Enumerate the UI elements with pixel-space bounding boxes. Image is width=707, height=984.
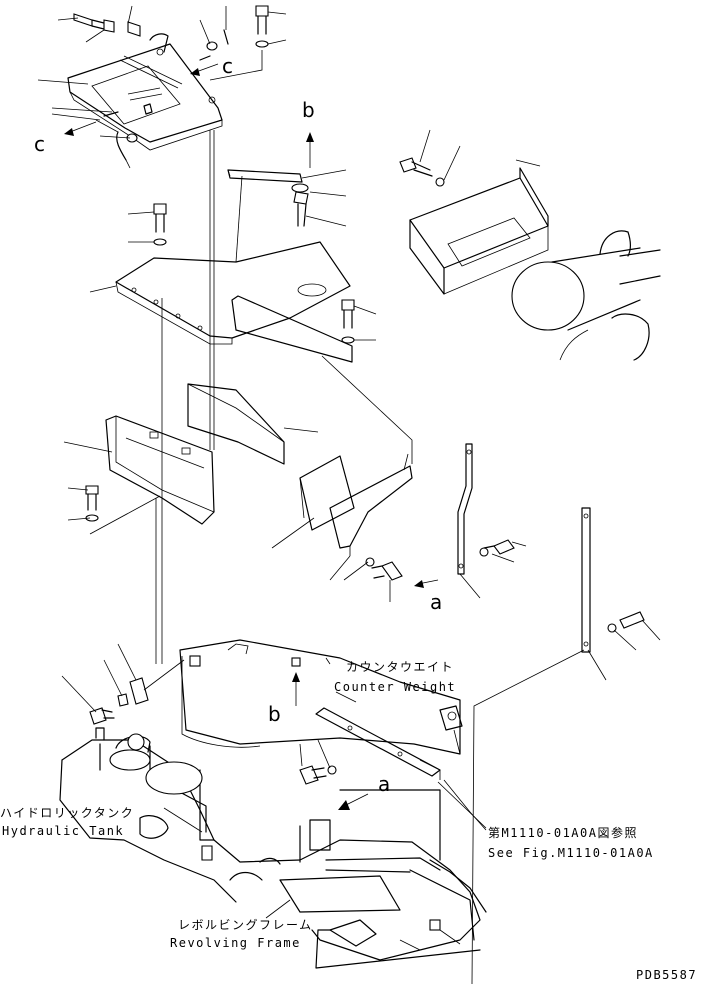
assembly-guide-lines — [155, 130, 413, 664]
revolving-frame-label-jp: レボルビングフレーム — [178, 918, 313, 932]
leader-lines-top — [37, 5, 287, 169]
see-figure-label-en: See Fig.M1110-01A0A — [488, 846, 654, 860]
counterweight — [179, 639, 461, 755]
reference-letter-b-lower: b — [268, 702, 281, 726]
frame-bracket-hardware — [61, 643, 337, 785]
top-cover-plate — [67, 43, 223, 151]
reference-arrow-a-upper — [414, 579, 439, 588]
counter-weight-label-jp: カウンタウエイト — [346, 660, 455, 674]
drawing-number: PDB5587 — [636, 968, 698, 982]
reference-letter-c-left: c — [34, 132, 45, 156]
top-cover-hardware — [73, 5, 269, 161]
reference-letter-c-right: c — [222, 54, 233, 78]
hydraulic-tank-label-en: Hydraulic Tank — [2, 824, 125, 838]
lower-side-covers — [105, 383, 413, 556]
frame-body — [59, 727, 487, 969]
label-leaders — [163, 657, 487, 919]
middle-cover-hardware — [153, 183, 355, 344]
reference-arrow-c-left — [64, 121, 97, 136]
stay-rods — [457, 443, 645, 653]
lower-cover-hardware — [85, 485, 403, 581]
leader-lines-lower — [63, 427, 391, 602]
reference-arrow-b-lower — [292, 672, 300, 706]
reference-arrow-b-upper — [306, 132, 314, 168]
reference-letter-a-upper: a — [430, 590, 443, 614]
revolving-frame-label-en: Revolving Frame — [170, 936, 301, 950]
reference-arrow-a-lower — [338, 793, 369, 810]
reference-letter-a-lower: a — [378, 772, 391, 796]
counterweight-stay-bracket — [315, 691, 463, 780]
middle-cover-plate — [115, 169, 353, 363]
muffler-hardware — [399, 129, 541, 187]
air-cleaner-bracket — [409, 167, 549, 295]
reference-arrow-c-right — [190, 63, 219, 76]
leader-lines-middle — [89, 169, 377, 341]
leader-lines-right — [459, 541, 661, 984]
hydraulic-tank-label-jp: ハイドロリックタンク — [0, 806, 135, 820]
see-figure-label-jp: 第M1110-01A0A図参照 — [488, 826, 638, 840]
muffler — [511, 230, 661, 361]
counter-weight-label-en: Counter Weight — [334, 680, 457, 694]
reference-letter-b-upper: b — [302, 98, 315, 122]
